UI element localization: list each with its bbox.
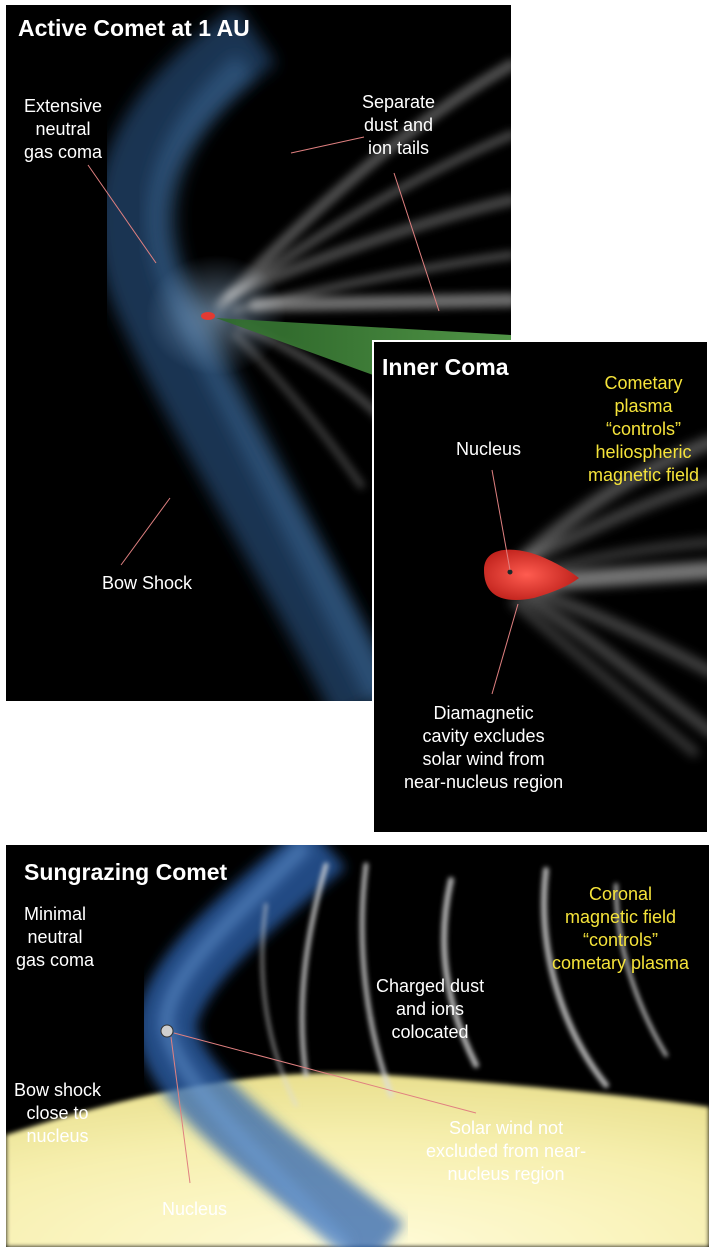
nucleus-point [508, 570, 513, 575]
panel-title-active: Active Comet at 1 AU [18, 17, 250, 40]
label-bow-shock-close: Bow shock close to nucleus [14, 1079, 101, 1148]
panel-title-sungrazing: Sungrazing Comet [24, 861, 227, 884]
label-inner-nucleus: Nucleus [456, 438, 521, 461]
label-minimal-coma: Minimal neutral gas coma [16, 903, 94, 972]
label-solar-wind: Solar wind not excluded from near- nucle… [426, 1117, 586, 1186]
label-bow-shock: Bow Shock [102, 572, 192, 595]
inner-coma-panel: Inner Coma Cometary plasma “controls” he… [372, 340, 709, 834]
sungrazing-comet-panel: Sungrazing Comet Minimal neutral gas com… [6, 845, 709, 1247]
label-cometary-plasma: Cometary plasma “controls” heliospheric … [588, 372, 699, 487]
label-separate-tails: Separate dust and ion tails [362, 91, 435, 160]
label-extensive-coma: Extensive neutral gas coma [24, 95, 102, 164]
label-sungrazing-nucleus: Nucleus [162, 1198, 227, 1221]
label-charged-dust: Charged dust and ions colocated [376, 975, 484, 1044]
label-diamagnetic-cavity: Diamagnetic cavity excludes solar wind f… [404, 702, 563, 794]
sungrazing-nucleus [161, 1025, 173, 1037]
diamagnetic-cavity [484, 550, 579, 600]
nucleus-dot [201, 312, 215, 320]
label-coronal-field: Coronal magnetic field “controls” cometa… [552, 883, 689, 975]
panel-title-inner: Inner Coma [382, 356, 509, 379]
